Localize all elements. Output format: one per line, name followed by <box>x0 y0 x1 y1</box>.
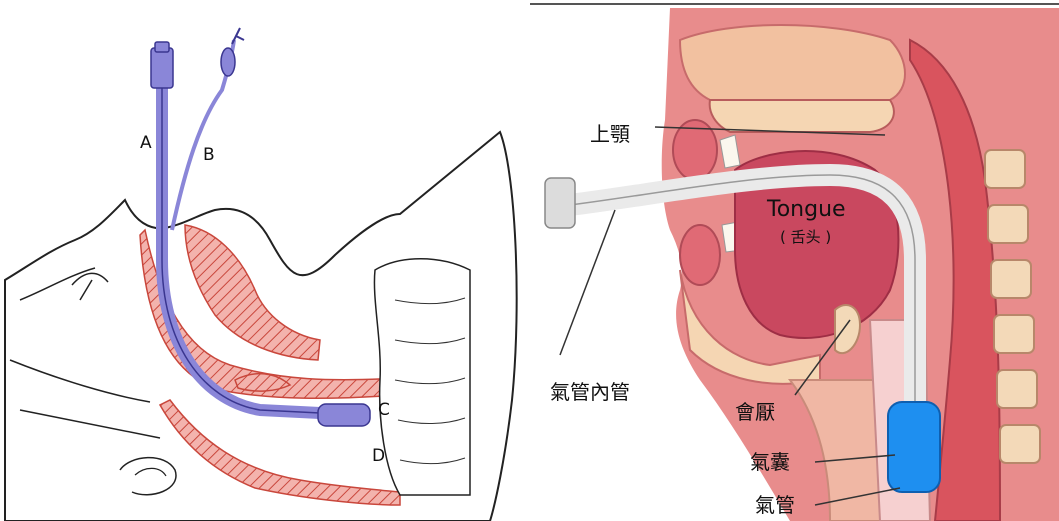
left-diagram-panel: A B C D <box>0 0 525 521</box>
tube-connector-cap <box>155 42 169 52</box>
nasal-cavity <box>680 25 905 100</box>
pilot-balloon <box>221 48 235 76</box>
label-tongue: Tongue <box>767 197 846 222</box>
label-c: C <box>378 400 390 420</box>
label-d: D <box>372 446 385 466</box>
pilot-valve <box>232 28 244 44</box>
label-tongue-cn: ( 舌头 ) <box>780 226 831 247</box>
vertebra-2 <box>988 205 1028 243</box>
label-tube: 氣管內管 <box>550 376 630 405</box>
leader-tube <box>560 210 615 355</box>
airway-anatomy-illustration <box>530 0 1059 521</box>
lower-lip <box>680 225 720 285</box>
right-diagram-panel: 上顎 Tongue ( 舌头 ) 氣管內管 會厭 氣囊 氣管 <box>530 0 1059 521</box>
vertebra-4 <box>994 315 1034 353</box>
palate <box>710 100 894 132</box>
label-epiglottis: 會厭 <box>735 396 775 425</box>
vertebra-1 <box>985 150 1025 188</box>
label-trachea: 氣管 <box>755 489 795 518</box>
vertebra-3 <box>991 260 1031 298</box>
label-a: A <box>140 133 152 153</box>
label-cuff: 氣囊 <box>750 446 790 475</box>
label-b: B <box>203 145 215 165</box>
tube-connector <box>151 48 173 88</box>
tube-end <box>545 178 575 228</box>
vertebra-5 <box>997 370 1037 408</box>
tube-cuff <box>318 404 370 426</box>
cuff <box>888 402 940 492</box>
vertebra-6 <box>1000 425 1040 463</box>
vertebrae-block <box>374 259 470 495</box>
label-palate: 上顎 <box>590 118 630 147</box>
intubation-line-drawing <box>0 0 525 521</box>
